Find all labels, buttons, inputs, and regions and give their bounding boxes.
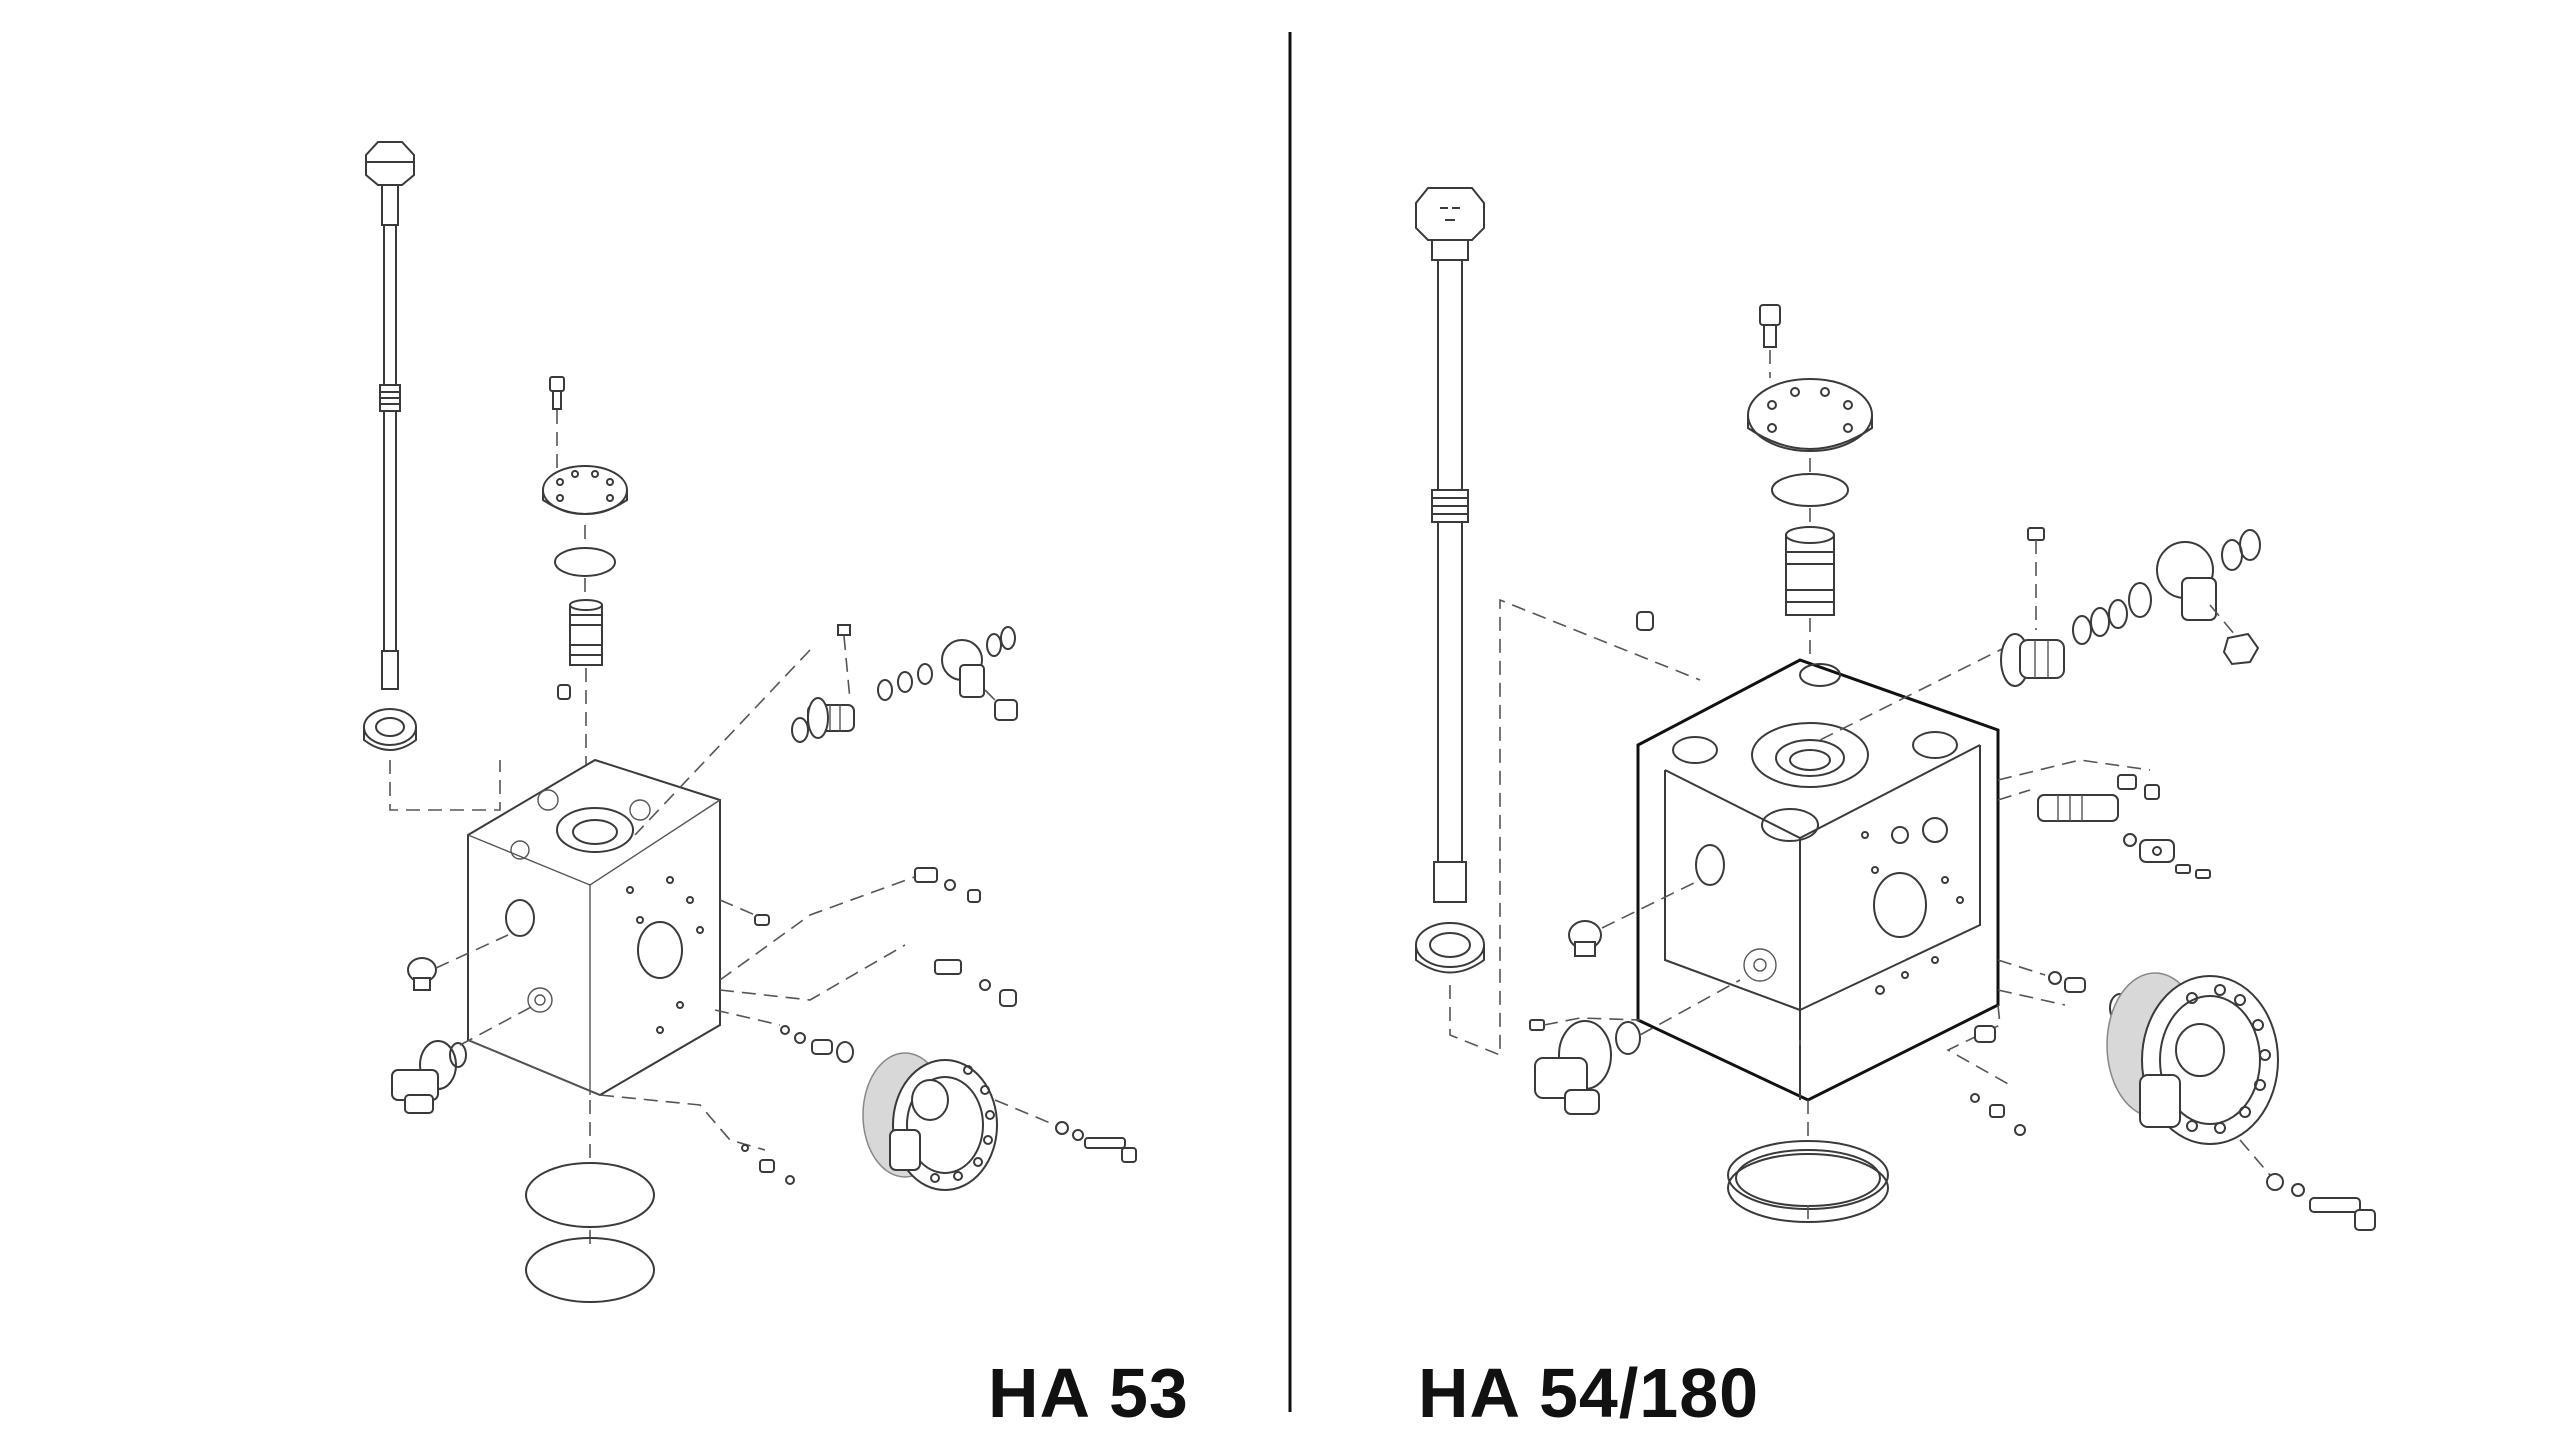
ha53-cover-plate [542,465,628,515]
ha54-valve-block [1636,658,2000,1102]
ha54-valve-cartridge [1785,526,1835,616]
model-label-ha54-180: HA 54/180 [1418,1354,1760,1432]
ha54-cap-screw [1759,304,1781,348]
ha54-elbow-fitting [2156,529,2261,666]
ha53-side-valve [791,624,855,743]
ha53-side-plug [407,957,437,991]
ha53-rod-seal [363,708,417,751]
model-label-ha53: HA 53 [988,1354,1189,1432]
ha53-base-oring-lower [525,1237,655,1303]
ha53-pump-head [862,1052,1137,1191]
ha53-assembly [363,141,1137,1303]
ha53-small-plug [557,684,571,700]
ha53-right-fittings [714,867,1017,1063]
ha54-small-plug [1636,611,1654,631]
ha53-valve-cartridge [569,599,603,666]
ha54-pump-head [2106,972,2376,1231]
ha53-base-oring-upper [525,1162,655,1228]
ha54-side-plug [1568,920,1602,957]
ha53-elbow-fitting [941,626,1018,721]
ha53-cap-screw [549,376,565,410]
ha53-valve-block [467,758,721,1097]
ha53-coupler [391,1004,536,1114]
ha54-cover-oring [1771,473,1849,507]
ha53-cover-oring [554,547,616,577]
ha54-relief-valve [2037,794,2211,879]
ha54-tie-rod [1415,187,1485,903]
ha53-tie-rod [365,141,415,690]
ha54-180-assembly [1415,187,2376,1231]
ha54-cover-plate [1747,378,1873,452]
ha54-base-ring [1727,1140,1889,1223]
ha54-rod-seal [1415,922,1485,974]
ha54-coupler [1529,979,1741,1115]
ha54-side-valve [2000,527,2065,687]
